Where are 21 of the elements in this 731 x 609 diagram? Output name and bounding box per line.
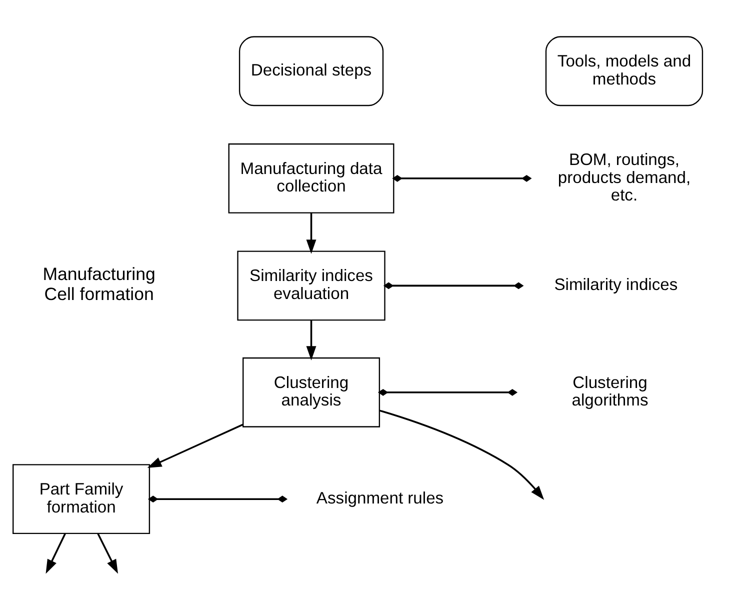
arrow [46,533,66,574]
node-box: Decisional steps [238,36,384,106]
node-box: Tools, models and methods [545,36,704,106]
arrow [379,410,544,500]
connector [392,174,532,182]
node-text: Assignment rules [316,488,444,508]
node-box: Similarity indices evaluation [237,250,386,321]
node-text: BOM, routings, products demand, etc. [558,150,691,205]
connector [378,388,518,396]
connector [383,282,524,290]
node-text: Clustering algorithms [572,372,648,410]
label: Manufacturing Cell formation [42,264,156,304]
arrow [306,212,316,254]
arrow [147,424,244,468]
node-box: Clustering analysis [242,357,380,428]
node-box: Manufacturing data collection [228,143,394,214]
node-box: Part Family formation [12,464,150,534]
arrow [306,320,316,360]
arrow [97,533,118,574]
connector [148,496,288,503]
node-text: Similarity indices [554,275,678,294]
